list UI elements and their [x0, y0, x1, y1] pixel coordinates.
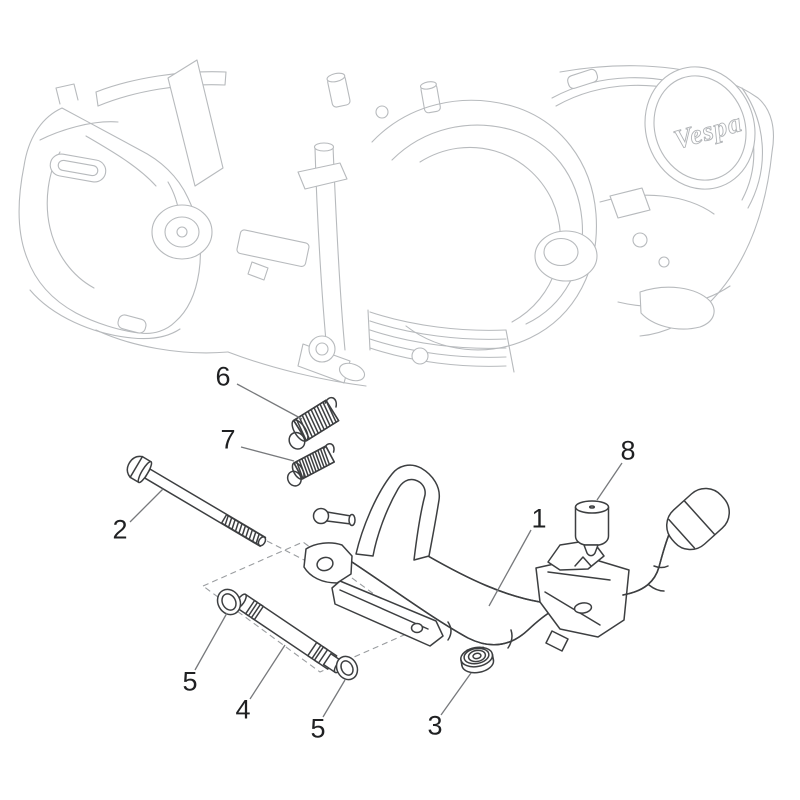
callout-number-hex-bolt: 2: [112, 514, 128, 545]
part-spring-small: [286, 442, 335, 487]
part-center-stand: [303, 464, 731, 652]
part-o-ring-left: [216, 588, 242, 616]
leader-line-center-stand: [488, 529, 532, 607]
leader-line-hex-bolt: [129, 488, 164, 523]
leader-line-spring-small: [240, 446, 295, 462]
callout-number-o-ring-left: 5: [182, 666, 198, 697]
part-spring-large: [288, 396, 340, 450]
part-o-ring-right: [335, 655, 359, 681]
leader-line-o-ring-right: [322, 679, 346, 718]
callout-number-flange-nut: 3: [427, 710, 443, 741]
callout-number-pivot-pin: 4: [235, 694, 251, 725]
part-flange-nut: [460, 646, 495, 674]
callout-number-spring-large: 6: [215, 361, 231, 392]
callout-leader-lines: [129, 383, 623, 718]
callout-number-spring-small: 7: [220, 424, 236, 455]
leader-line-pivot-pin: [249, 644, 286, 700]
callout-number-center-stand: 1: [531, 503, 547, 534]
leader-line-flange-nut: [440, 672, 472, 716]
leader-line-spring-large: [236, 383, 303, 420]
part-pivot-pin: [235, 593, 344, 674]
engine-illustration: Vespa: [18, 59, 775, 387]
callout-number-stand-stop-buffer: 8: [620, 435, 636, 466]
callout-number-o-ring-right: 5: [310, 713, 326, 744]
leader-line-o-ring-left: [194, 612, 228, 671]
leader-line-stand-stop-buffer: [596, 462, 623, 501]
part-stand-stop-buffer: [574, 500, 610, 557]
part-hex-bolt: [126, 455, 267, 548]
